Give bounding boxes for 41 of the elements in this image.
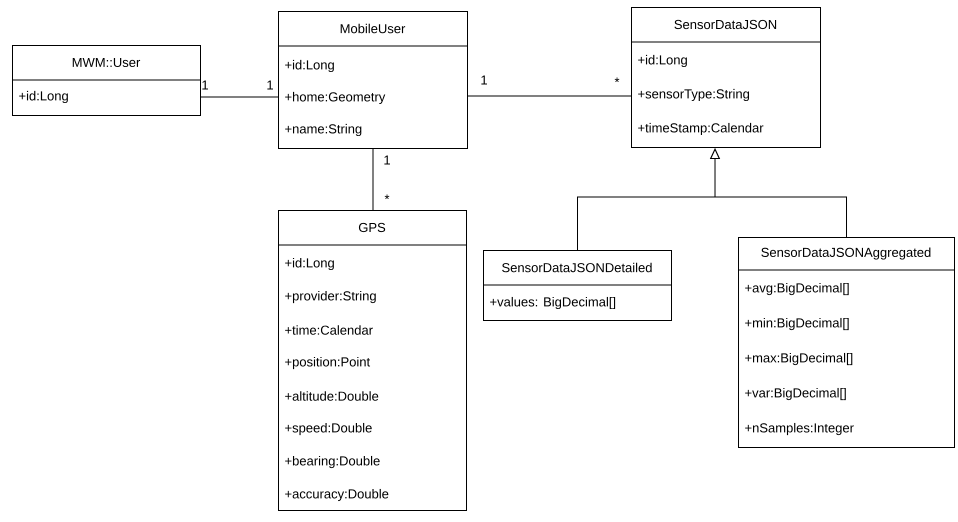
class-name: SensorDataJSONAggregated [761,247,930,260]
attribute-text: +bearing:Double [285,456,380,468]
multiplicity-label: * [384,194,390,200]
attribute-text: +accuracy:Double [285,488,388,502]
class-box [630,7,821,148]
attribute-text: +id:Long [285,258,334,270]
attribute-text: +id:Long [638,54,687,68]
class-name: MobileUser [340,24,406,34]
attribute-text: +altitude:Double [285,391,378,401]
class-box [738,237,955,448]
class-name: MWM::User [72,58,140,68]
attribute-text: +id:Long [19,90,68,104]
class-name: SensorDataJSON [674,20,776,30]
attribute-text: +id:Long [285,60,334,72]
attribute-text: +max:BigDecimal[] [745,352,852,366]
multiplicity-label: 1 [267,80,273,90]
multiplicity-label: 1 [202,80,208,90]
attribute-text: +provider:String [285,290,376,304]
class-box [278,210,467,511]
class-box [482,250,672,321]
attribute-text: +avg:BigDecimal[] [745,282,849,296]
attribute-text: +nSamples:Integer [745,422,854,436]
attribute-text: +sensorType:String [638,88,750,102]
multiplicity-label: 1 [384,156,390,164]
multiplicity-label: 1 [481,76,487,84]
attribute-text: +timeStamp:Calendar [638,122,764,136]
attribute-text: +values: BigDecimal[] [490,296,616,310]
class-name: GPS [358,222,386,232]
class-box [12,45,201,116]
attribute-text: +position:Point [285,356,370,370]
attribute-text: +speed:Double [285,422,372,436]
multiplicity-label: * [614,78,620,82]
class-name: SensorDataJSONDetailed [502,262,652,272]
attribute-text: +var:BigDecimal[] [745,388,846,400]
association-line [372,148,374,210]
attribute-text: +home:Geometry [285,92,386,104]
association-line [200,96,278,98]
class-box [278,11,468,149]
attribute-text: +name:String [285,124,362,136]
attribute-text: +time:Calendar [285,325,373,335]
attribute-text: +min:BigDecimal[] [745,318,849,330]
